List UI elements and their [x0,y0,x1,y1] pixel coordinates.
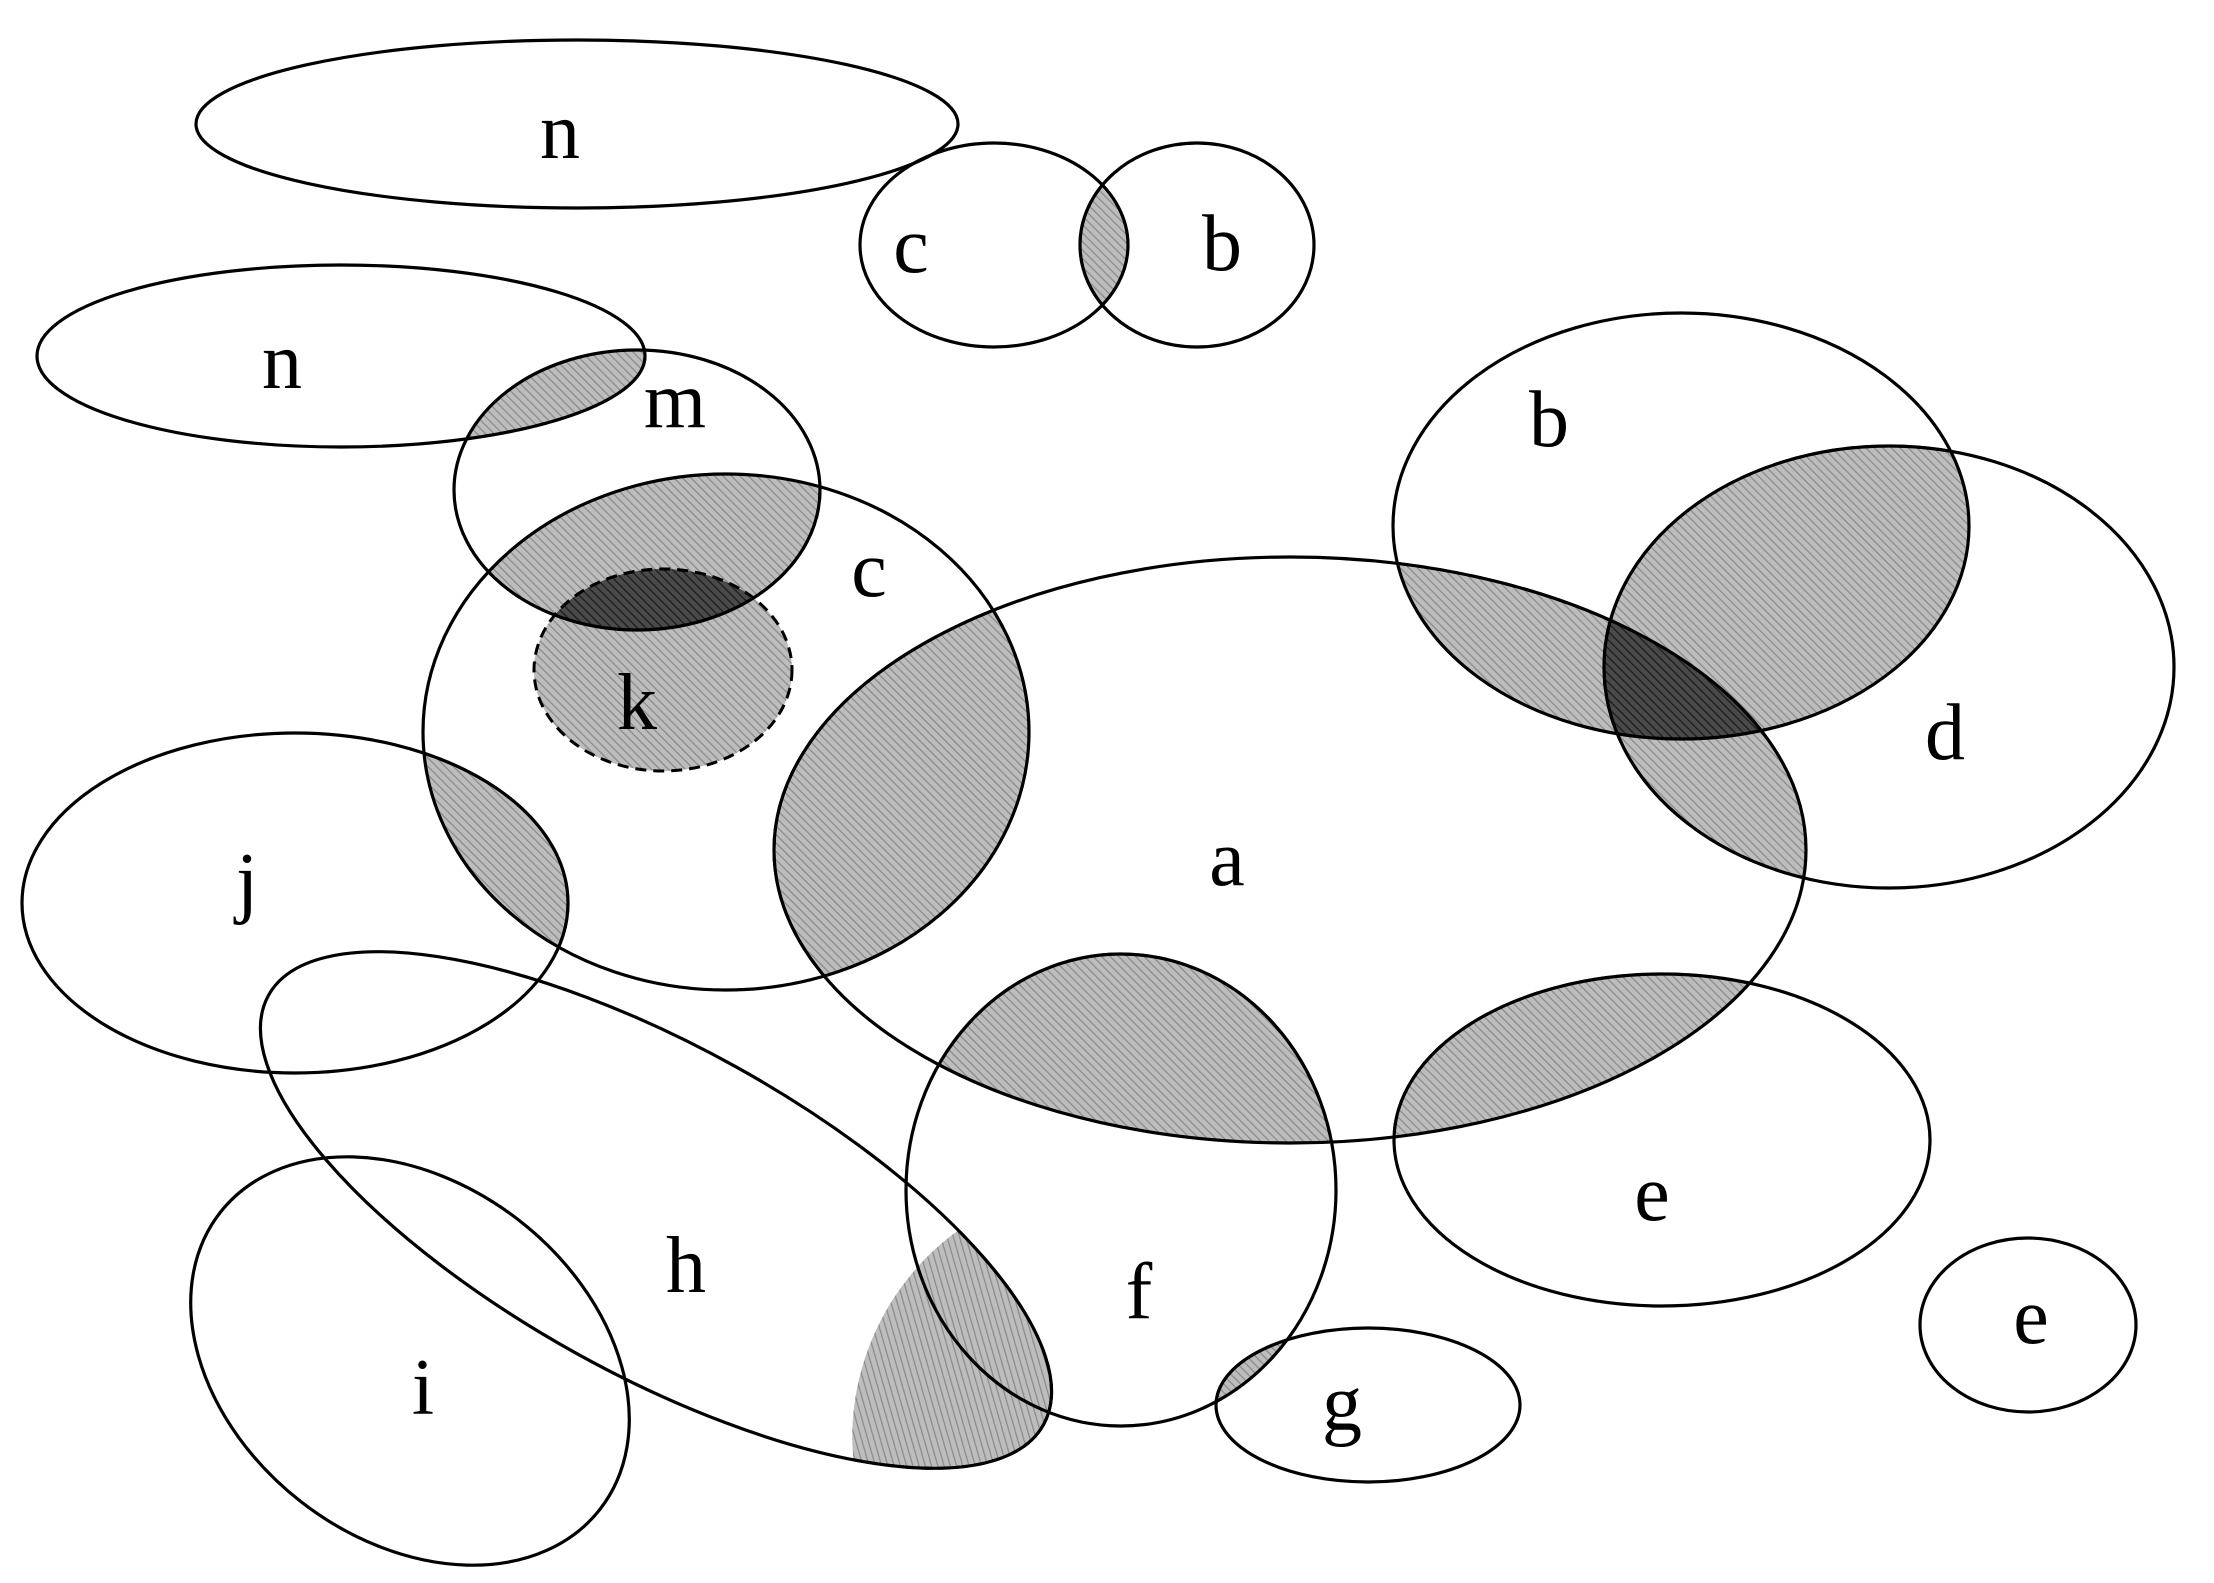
set-g [1214,1326,1522,1484]
set-e-small [1918,1236,2138,1414]
label-c-main: c [851,526,887,614]
set-a [772,555,1808,1145]
label-m: m [644,357,706,445]
set-h [258,950,1054,1470]
label-f: f [1126,1248,1153,1336]
label-n-top: n [540,88,580,176]
set-labels: n c b n m c k b d a j h i f g e e [233,88,2049,1448]
label-b-top: b [1202,200,1242,288]
set-outlines [20,38,2176,1567]
label-b-right: b [1529,376,1569,464]
set-e-mid [1392,972,1932,1308]
set-c-top [858,141,1130,349]
set-n-top [194,38,960,210]
label-k: k [617,659,657,747]
label-a: a [1209,815,1245,903]
shaded-zones [258,143,1969,1470]
set-b-top [1078,141,1316,349]
set-i [189,1155,631,1567]
label-e-small: e [2013,1273,2049,1361]
set-m [452,348,822,632]
label-h: h [666,1222,706,1310]
zone-b-a [1393,555,1808,739]
set-c-main [421,472,1031,992]
label-j: j [233,838,258,926]
label-n-left: n [262,318,302,406]
set-b-right [1391,311,1971,741]
set-d [1602,444,2176,890]
set-j [20,731,570,1075]
zone-a-e [1392,972,1806,1143]
label-c-top: c [893,202,929,290]
label-i: i [412,1344,434,1432]
zone-h-f [769,1107,1054,1470]
set-f [904,952,1338,1428]
label-e-mid: e [1634,1150,1670,1238]
zone-c-j [423,731,570,990]
label-d: d [1925,689,1965,777]
set-n-left [35,263,647,449]
label-g: g [1322,1360,1362,1448]
